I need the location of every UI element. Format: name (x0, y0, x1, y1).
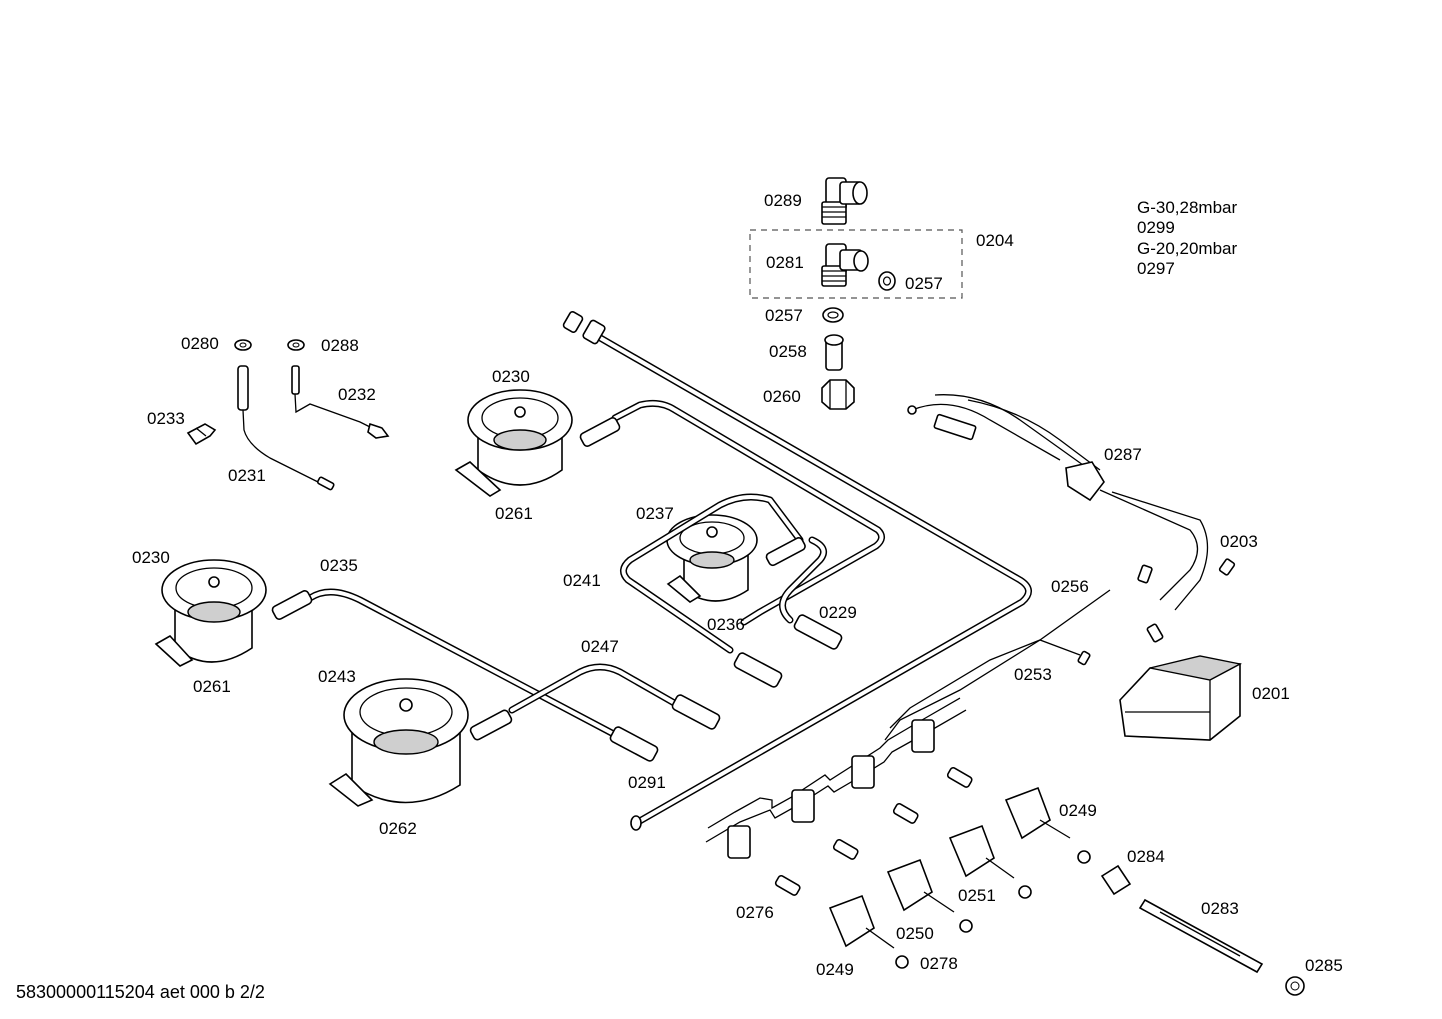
pipe-0229 (620, 493, 843, 688)
label-0231: 0231 (228, 466, 266, 485)
label-0285: 0285 (1305, 956, 1343, 975)
wiring-harness-0287 (907, 394, 1236, 643)
screws-0276 (774, 766, 973, 896)
label-0230-left: 0230 (132, 548, 170, 567)
label-0287: 0287 (1104, 445, 1142, 464)
label-0233: 0233 (147, 409, 185, 428)
burner-0243-large (328, 678, 469, 807)
label-0278: 0278 (920, 954, 958, 973)
gas-tap-0251 (948, 824, 1015, 879)
washer-0280 (234, 339, 252, 351)
nut-0260 (821, 379, 855, 410)
label-0237: 0237 (636, 504, 674, 523)
washer-0288 (287, 339, 305, 351)
label-0204: 0204 (976, 231, 1014, 250)
gas-note-0297: 0297 (1137, 259, 1175, 278)
label-0283: 0283 (1201, 899, 1239, 918)
washer-0257 (822, 307, 844, 323)
burner-0237-middle (666, 514, 758, 603)
label-0243: 0243 (318, 667, 356, 686)
label-0249-upper: 0249 (1059, 801, 1097, 820)
burner-0230-left (154, 559, 267, 667)
label-0230-top: 0230 (492, 367, 530, 386)
pipe-0247 (469, 663, 721, 741)
document-footer: 58300000115204 aet 000 b 2/2 (16, 982, 265, 1002)
thermocouple-0231 (237, 365, 335, 491)
label-0280: 0280 (181, 334, 219, 353)
label-0241: 0241 (563, 571, 601, 590)
label-0257-lower: 0257 (765, 306, 803, 325)
gas-tap-0249-upper (1004, 786, 1071, 840)
label-0261-top: 0261 (495, 504, 533, 523)
label-0276: 0276 (736, 903, 774, 922)
label-0258: 0258 (769, 342, 807, 361)
washers-0278 (895, 850, 1091, 969)
gas-note-g30: G-30,28mbar (1137, 198, 1237, 217)
spark-generator-0201 (1119, 655, 1243, 741)
label-0257-upper: 0257 (905, 274, 943, 293)
label-0253: 0253 (1014, 665, 1052, 684)
label-0289: 0289 (764, 191, 802, 210)
ignition-electrode-0232 (291, 365, 390, 439)
rod-0283 (1138, 898, 1264, 974)
burner-0230-top (454, 389, 573, 497)
gas-tap-0250 (886, 858, 955, 913)
label-0236: 0236 (707, 615, 745, 634)
label-0281: 0281 (766, 253, 804, 272)
label-0232: 0232 (338, 385, 376, 404)
ignition-wires-0256-0253 (884, 589, 1111, 741)
label-0284: 0284 (1127, 847, 1165, 866)
pipe-0235 (271, 588, 659, 762)
gas-note-g20: G-20,20mbar (1137, 239, 1237, 258)
gas-elbow-0289 (821, 177, 868, 225)
part-0284 (1100, 864, 1132, 896)
label-0201: 0201 (1252, 684, 1290, 703)
gas-note-0299: 0299 (1137, 218, 1175, 237)
label-0235: 0235 (320, 556, 358, 575)
label-0229: 0229 (819, 603, 857, 622)
label-0203: 0203 (1220, 532, 1258, 551)
valve-rail (705, 697, 967, 843)
label-0256: 0256 (1051, 577, 1089, 596)
label-0262: 0262 (379, 819, 417, 838)
ignition-switches (727, 719, 935, 859)
label-0251: 0251 (958, 886, 996, 905)
gas-elbow-0281 (749, 229, 963, 299)
gas-tap-0249-lower (828, 894, 895, 949)
main-gas-manifold-pipe (562, 311, 1032, 831)
label-0249-lower: 0249 (816, 960, 854, 979)
label-0291: 0291 (628, 773, 666, 792)
label-0250: 0250 (896, 924, 934, 943)
label-0247: 0247 (581, 637, 619, 656)
label-0288: 0288 (321, 336, 359, 355)
clip-0233 (186, 423, 217, 446)
label-0261-left: 0261 (193, 677, 231, 696)
nozzle-0258 (824, 334, 844, 371)
pipe-0241 (579, 399, 885, 626)
part-0285 (1285, 976, 1305, 996)
label-0260: 0260 (763, 387, 801, 406)
